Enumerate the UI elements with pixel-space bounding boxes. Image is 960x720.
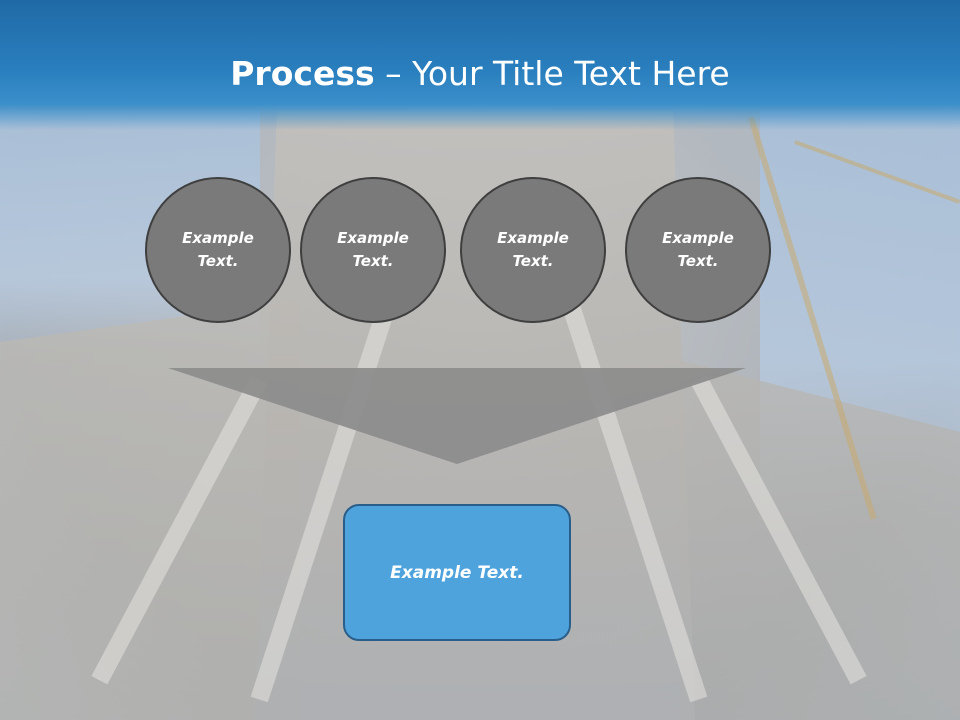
title-bar: [0, 0, 960, 130]
result-label: Example Text.: [390, 562, 524, 583]
step-label-line1: Example: [182, 229, 254, 247]
step-label-line2: Text.: [197, 252, 239, 270]
result-box: Example Text.: [343, 504, 571, 641]
step-label-line2: Text.: [352, 252, 394, 270]
step-label-line2: Text.: [677, 252, 719, 270]
step-label-line1: Example: [337, 229, 409, 247]
slide-title: Process – Your Title Text Here: [0, 52, 960, 96]
title-rest: – Your Title Text Here: [374, 54, 730, 93]
step-label-line1: Example: [662, 229, 734, 247]
step-label-line1: Example: [497, 229, 569, 247]
step-label-line2: Text.: [512, 252, 554, 270]
title-bold: Process: [230, 54, 375, 93]
funnel-arrow: [168, 368, 746, 464]
funnel-shape: [168, 368, 746, 464]
background-facade-left: [0, 300, 300, 720]
